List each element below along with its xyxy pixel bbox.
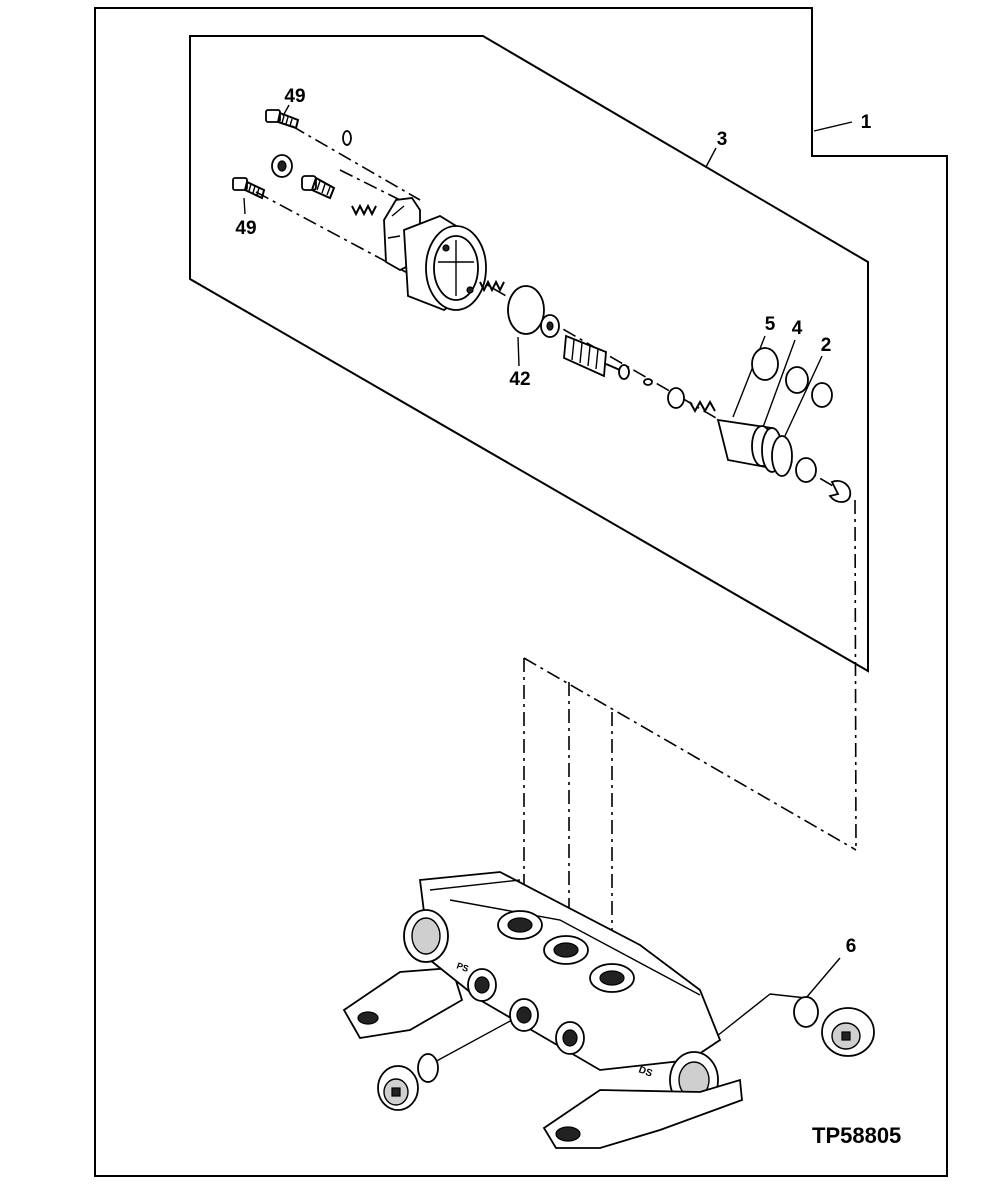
return-spring [689,399,716,414]
port-mark-ps: PS [455,960,470,974]
callout-49-bottom: 49 [235,218,256,239]
o-ring-6 [793,996,819,1028]
subassembly-panel [189,35,869,673]
callout-3: 3 [717,129,728,150]
assembly-outline [94,7,948,1177]
retaining-ring [828,480,852,503]
o-ring-2 [811,382,833,408]
plug-left [377,1065,419,1111]
o-ring-large [507,285,545,335]
callout-1: 1 [861,112,872,133]
cap-screw-top [265,109,300,130]
seal-ring [667,387,685,409]
cap-screw-bottom [232,177,266,200]
pilot-spring [351,203,377,217]
callout-2: 2 [821,335,832,356]
leader-lines [243,104,853,1041]
valve-spool [563,334,630,380]
callout-5: 5 [765,314,776,335]
valve-cartridge [716,418,793,477]
adjusting-screw [301,175,336,200]
plug-right [821,1007,875,1057]
figure-id: TP58805 [812,1123,901,1148]
callout-6: 6 [846,936,857,957]
o-ring-left [417,1053,439,1083]
washer-hole [546,321,554,331]
port-mark-ds: DS [637,1064,654,1079]
o-ring-4 [785,366,809,394]
small-ball [643,378,653,386]
backup-ring [795,457,817,483]
callout-49-top: 49 [284,86,305,107]
solenoid-valve-body [383,197,487,312]
o-ring-5 [751,347,779,381]
callout-4: 4 [792,318,803,339]
valve-spring [479,279,505,293]
small-o-ring [342,130,352,146]
callout-42: 42 [509,369,530,390]
lock-nut [271,154,293,178]
valve-housing [342,871,743,1149]
